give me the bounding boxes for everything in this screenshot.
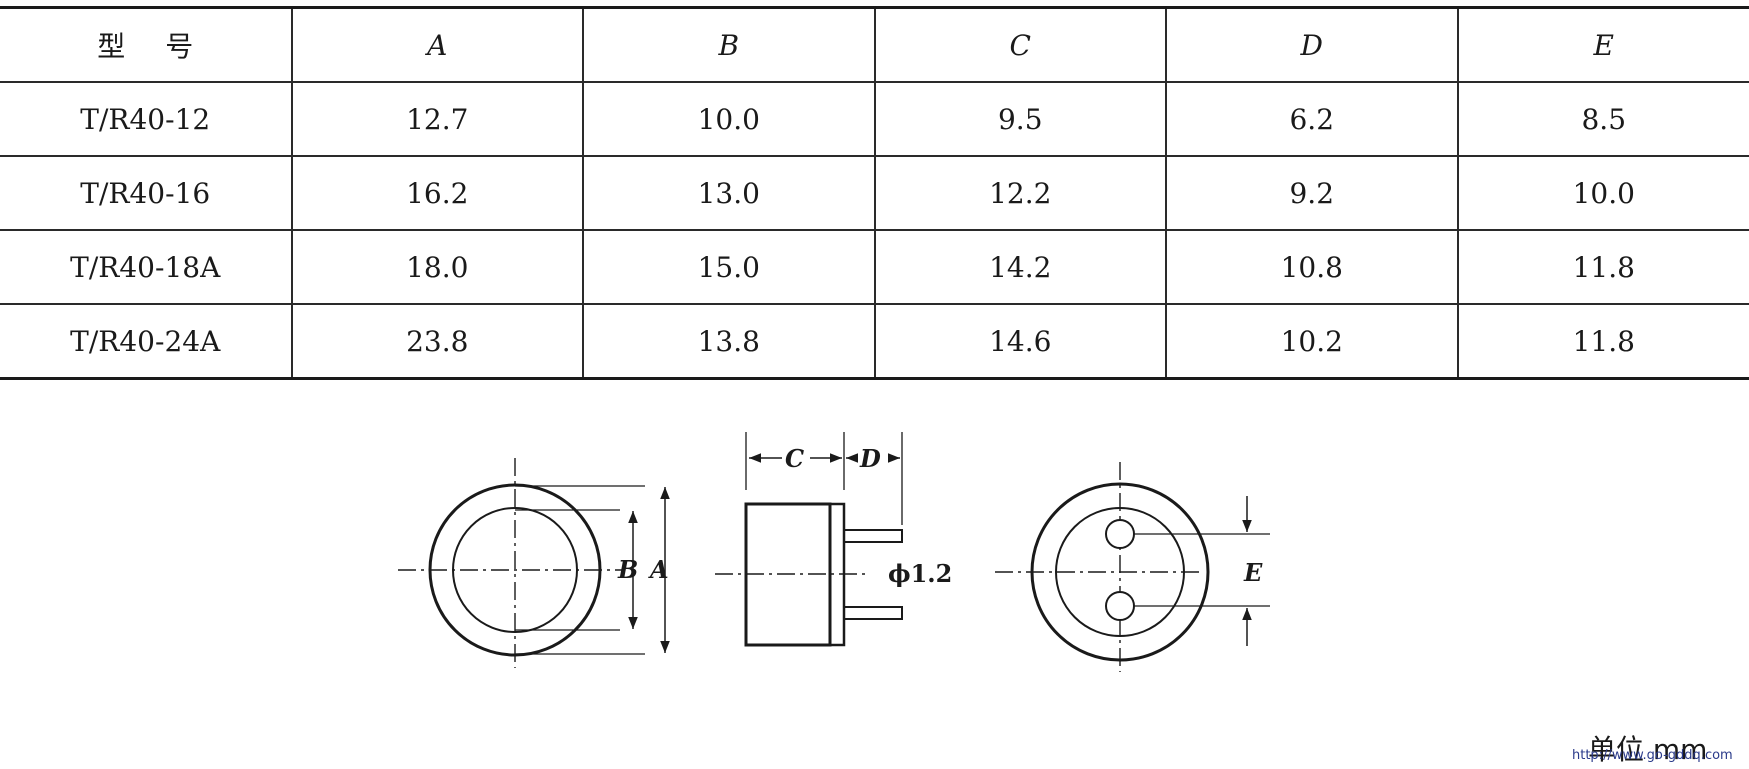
cell-a: 16.2 [290, 156, 583, 231]
header-b: B [582, 6, 875, 83]
cell-c: 14.2 [873, 230, 1166, 305]
header-d: D [1165, 6, 1458, 83]
sensor-dimension-drawing: B A C D ϕ1.2 E [398, 432, 1270, 672]
cell-a: 12.7 [290, 82, 583, 157]
cell-model: T/R40-18A [0, 230, 292, 305]
rear-view [995, 462, 1270, 672]
header-e: E [1456, 6, 1749, 83]
header-model: 型号 [0, 6, 292, 83]
label-a: A [648, 555, 669, 584]
cell-c: 14.6 [873, 304, 1166, 380]
cell-b: 13.8 [582, 304, 875, 380]
unit-note: 单位 mm [1588, 733, 1708, 766]
label-d-bg [858, 442, 888, 472]
cell-d: 6.2 [1165, 82, 1458, 157]
cell-a: 18.0 [290, 230, 583, 305]
table-header-row: 型号 A B C D E [0, 6, 1749, 83]
side-pin-bottom [843, 606, 903, 620]
cell-e: 11.8 [1456, 304, 1749, 380]
rear-pin-top [1105, 519, 1135, 549]
label-d: D [859, 444, 881, 473]
label-c: C [785, 444, 804, 473]
header-c: C [873, 6, 1166, 83]
cell-e: 10.0 [1456, 156, 1749, 231]
cell-e: 8.5 [1456, 82, 1749, 157]
table-row: T/R40-16 16.2 13.0 12.2 9.2 10.0 [0, 156, 1749, 231]
cell-b: 13.0 [582, 156, 875, 231]
cell-d: 9.2 [1165, 156, 1458, 231]
cell-c: 9.5 [873, 82, 1166, 157]
header-a: A [290, 6, 583, 83]
cell-b: 10.0 [582, 82, 875, 157]
label-c-bg [782, 442, 810, 472]
side-pin-top [843, 529, 903, 543]
cell-d: 10.2 [1165, 304, 1458, 380]
rear-pin-bottom [1105, 591, 1135, 621]
table-row: T/R40-12 12.7 10.0 9.5 6.2 8.5 [0, 82, 1749, 157]
cell-c: 12.2 [873, 156, 1166, 231]
table-row: T/R40-24A 23.8 13.8 14.6 10.2 11.8 [0, 304, 1749, 380]
side-view [715, 432, 903, 647]
cell-model: T/R40-12 [0, 82, 292, 157]
label-pin-diameter: ϕ1.2 [888, 559, 952, 588]
cell-a: 23.8 [290, 304, 583, 380]
label-e: E [1243, 558, 1263, 587]
label-b: B [617, 555, 638, 584]
spec-table: 型号 A B C D E T/R40-12 12.7 10.0 9.5 6.2 … [0, 6, 1749, 380]
table-row: T/R40-18A 18.0 15.0 14.2 10.8 11.8 [0, 230, 1749, 305]
source-watermark: http://www.go-gddq.com [1572, 748, 1733, 763]
cell-b: 15.0 [582, 230, 875, 305]
front-view [398, 458, 670, 668]
cell-d: 10.8 [1165, 230, 1458, 305]
cell-model: T/R40-16 [0, 156, 292, 231]
cell-model: T/R40-24A [0, 304, 292, 380]
cell-e: 11.8 [1456, 230, 1749, 305]
